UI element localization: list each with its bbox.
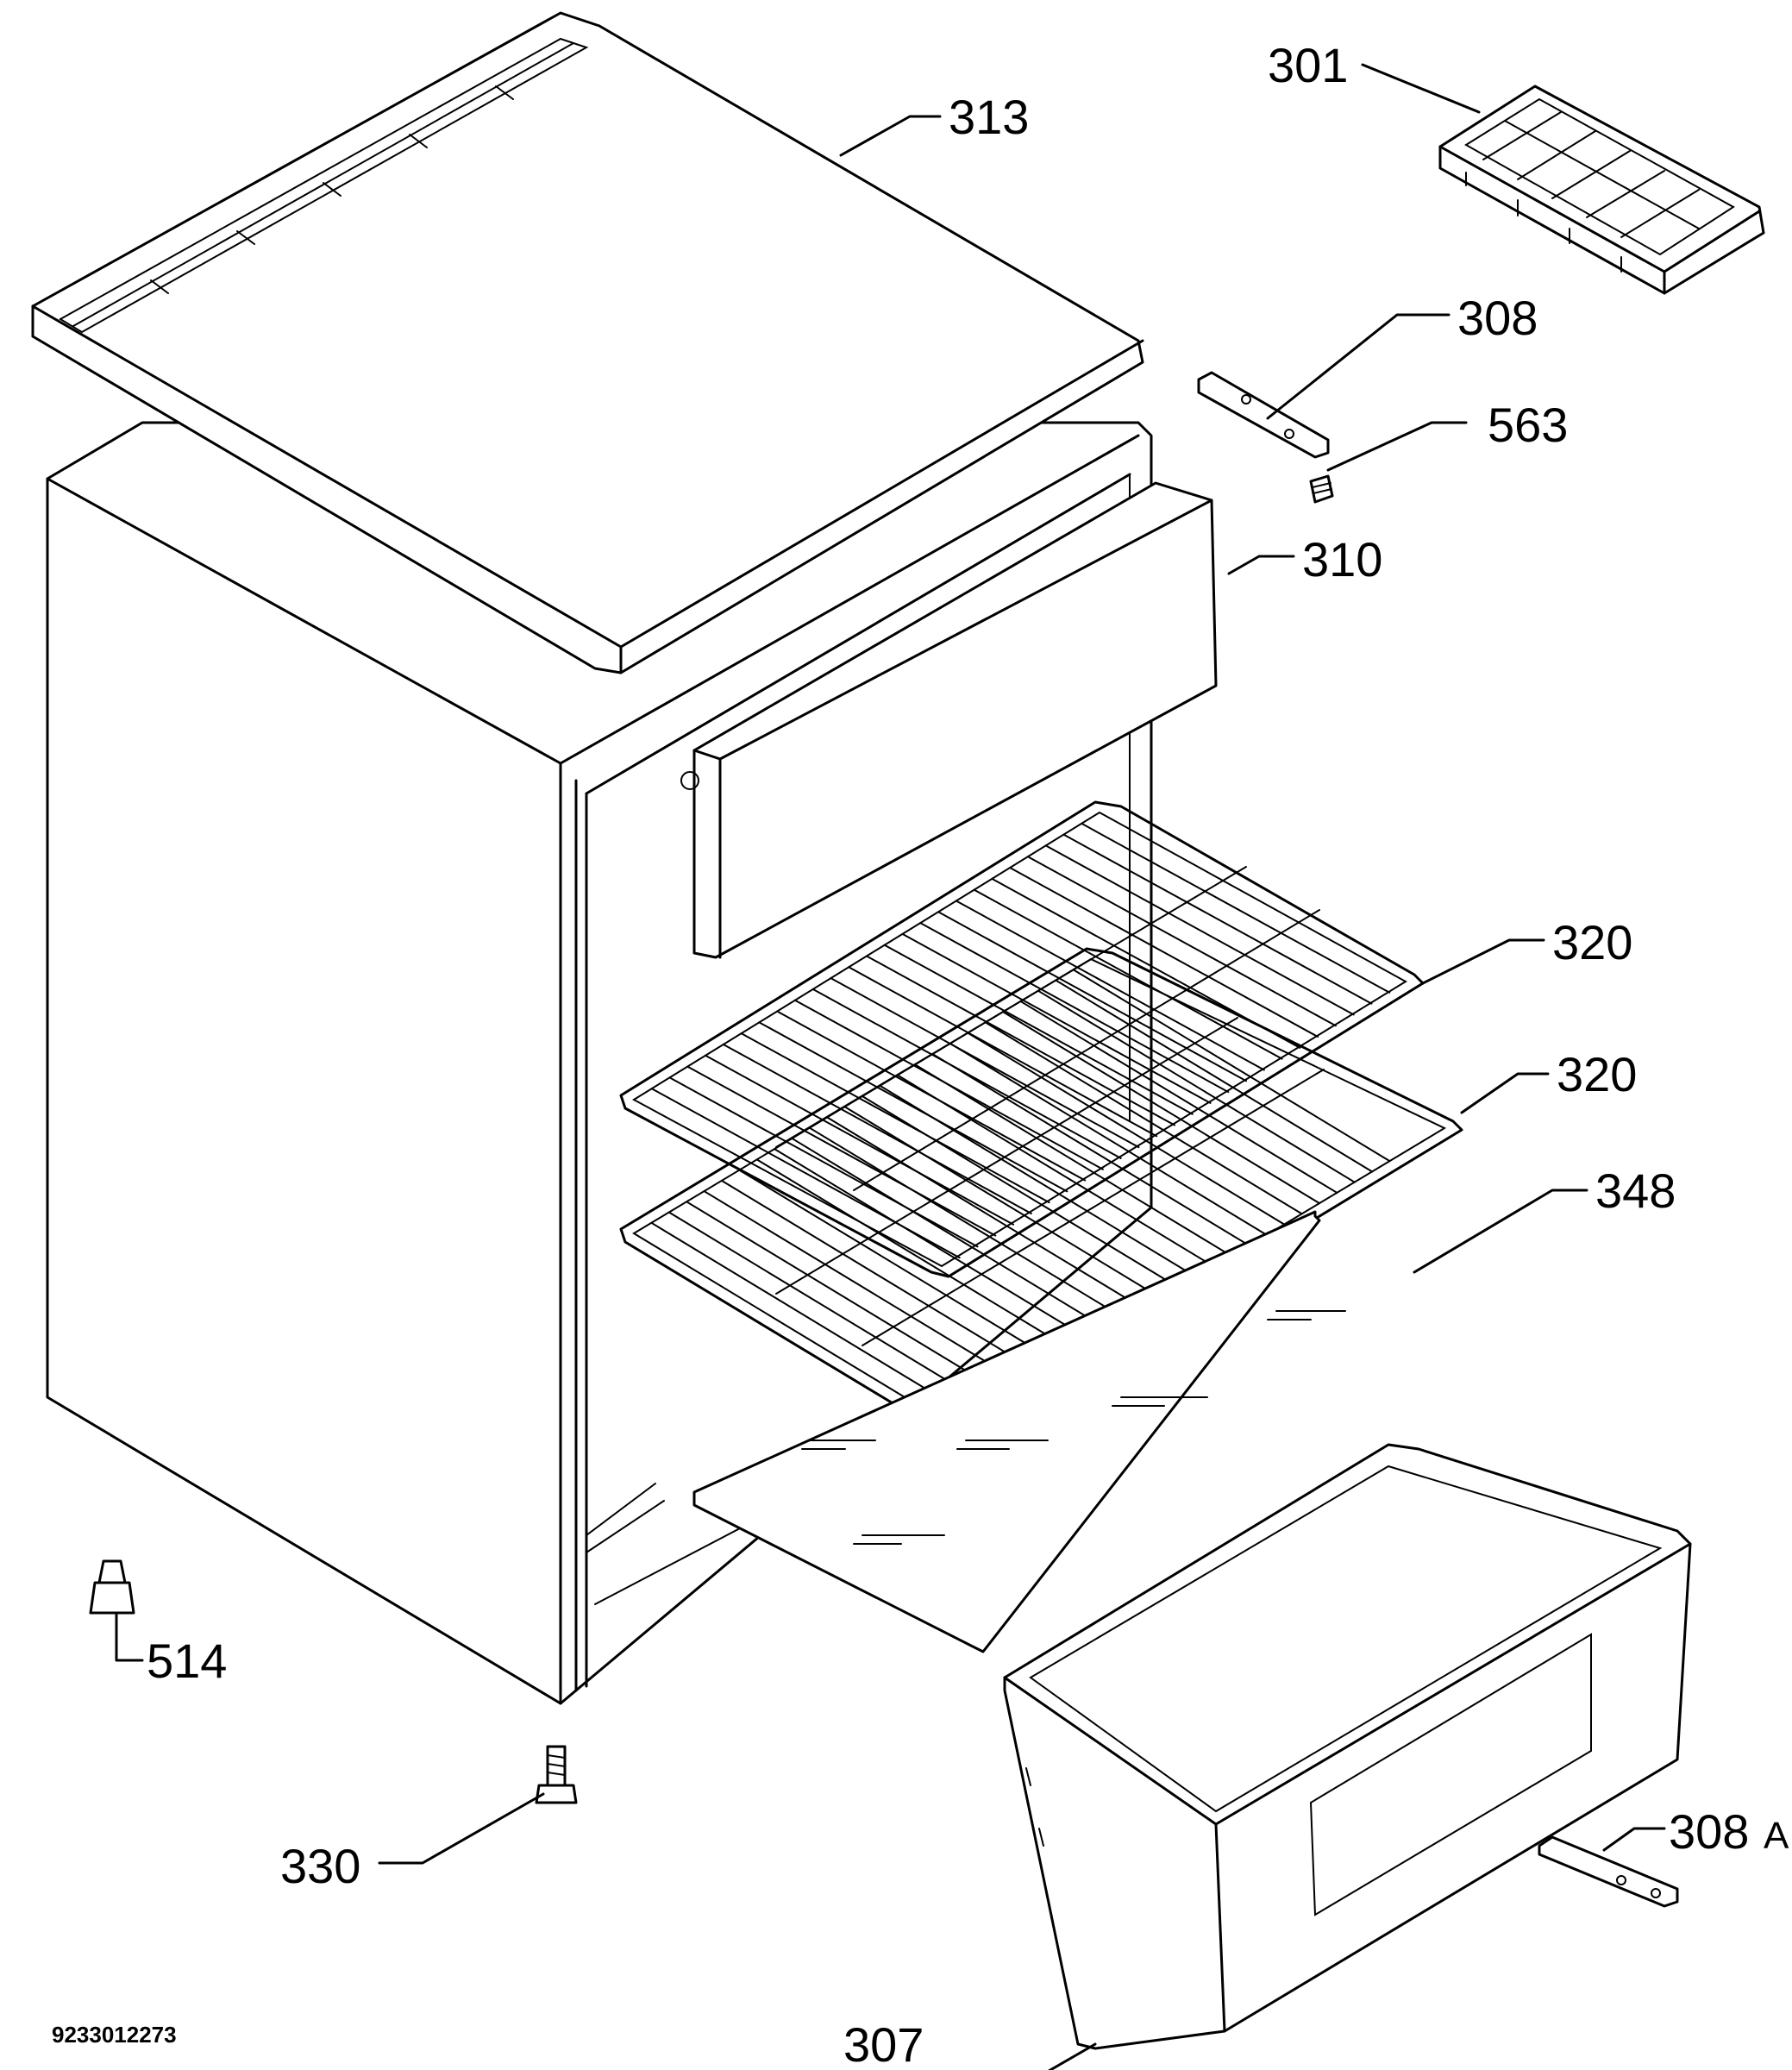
shelf-wire	[720, 1179, 1039, 1373]
shelf-wire	[830, 977, 1140, 1149]
callout-563: 563	[1488, 398, 1568, 452]
callout-348: 348	[1595, 1164, 1676, 1218]
shelf-wire	[705, 1054, 1015, 1226]
shelf-wire	[722, 1043, 1032, 1214]
shelf-wire	[1002, 1011, 1321, 1205]
shelf-wire	[883, 944, 1194, 1115]
callout-307: 307	[843, 2017, 924, 2070]
shelf-wire	[862, 1095, 1180, 1289]
shelf-wire	[738, 1169, 1057, 1363]
shelf-wire	[949, 1042, 1268, 1236]
shelf-wire	[1081, 822, 1391, 994]
callout-320-upper: 320	[1552, 915, 1632, 969]
callout-330: 330	[280, 1839, 360, 1893]
hinge-bracket-308a	[1538, 1835, 1679, 1908]
shelf-wire	[1072, 969, 1391, 1163]
drawing-number: 9233012273	[52, 2022, 177, 2048]
shelf-wire	[1037, 989, 1356, 1183]
callout-313: 313	[949, 90, 1029, 144]
callout-514: 514	[147, 1634, 227, 1688]
adjustable-foot-330	[535, 1745, 578, 1804]
foot-514	[89, 1559, 135, 1615]
shelf-wire	[901, 932, 1212, 1104]
ice-tray-301	[1438, 85, 1765, 295]
shelf-wire	[984, 1021, 1303, 1215]
shelf-wire	[843, 1106, 1162, 1300]
shelf-wire	[931, 1053, 1250, 1247]
shelf-wire	[955, 900, 1265, 1071]
screw-563	[1309, 474, 1334, 504]
shelf-wire	[791, 1137, 1110, 1331]
callout-310: 310	[1302, 532, 1382, 586]
hinge-bracket-308	[1197, 371, 1330, 459]
callout-301: 301	[1268, 38, 1348, 92]
glass-shelf-348	[692, 1210, 1346, 1653]
shelf-wire	[703, 1190, 1022, 1384]
wire-shelf-320-lower	[619, 947, 1463, 1438]
shelf-wire	[826, 1116, 1145, 1310]
shelf-wire	[919, 922, 1230, 1094]
shelf-wire	[1019, 1000, 1338, 1194]
shelf-wire	[667, 1211, 987, 1405]
shelf-wire	[758, 1021, 1068, 1193]
shelf-wire	[866, 955, 1175, 1126]
shelf-wire	[668, 1076, 979, 1248]
callout-308a: 308	[1669, 1804, 1749, 1859]
callout-320-lower: 320	[1557, 1047, 1637, 1101]
shelf-wire	[914, 1063, 1233, 1258]
shelf-wire	[686, 1201, 1005, 1395]
callout-308a-suffix: A	[1764, 1815, 1789, 1857]
callout-308: 308	[1457, 291, 1538, 345]
shelf-wire	[973, 888, 1283, 1060]
shelf-wire	[1055, 979, 1374, 1173]
shelf-wire	[808, 1126, 1127, 1320]
shelf-wire	[755, 1158, 1075, 1352]
shelf-wire	[967, 1032, 1286, 1226]
shelf-wire	[937, 911, 1248, 1082]
shelf-wire	[1026, 856, 1337, 1027]
leader-lines	[115, 63, 1666, 2070]
shelf-wire	[848, 966, 1158, 1138]
freezer-flap-310	[680, 481, 1218, 959]
shelf-wire	[1044, 844, 1355, 1016]
shelf-wire	[740, 1032, 1050, 1204]
shelf-wire	[650, 1221, 969, 1415]
crisper-drawer-307	[1003, 1443, 1692, 2050]
shelf-wire	[896, 1074, 1215, 1268]
shelf-wire	[1062, 833, 1373, 1005]
shelf-wire	[774, 1148, 1093, 1342]
shelf-wire	[1009, 867, 1319, 1038]
shelf-wire	[686, 1065, 997, 1237]
top-cover-313	[31, 11, 1144, 674]
shelf-wire	[879, 1084, 1198, 1278]
